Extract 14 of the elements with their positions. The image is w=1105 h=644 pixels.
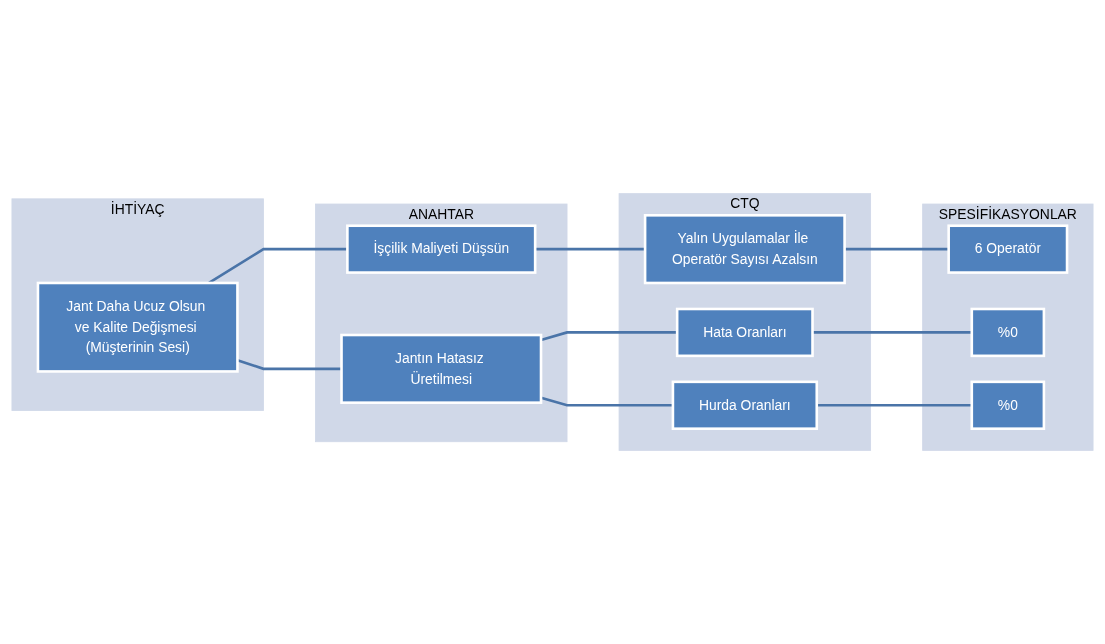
connector — [816, 403, 972, 407]
node-box: %0 — [970, 380, 1046, 430]
connector — [844, 247, 949, 251]
connector — [812, 331, 972, 334]
node-box: Yalın Uygulamalar İle Operatör Sayısı Azalsın — [643, 214, 846, 285]
node-box: Jantın Hatasız Üretilmesi — [340, 333, 543, 404]
node-box: 6 Operatör — [947, 224, 1069, 274]
node-box: Jant Daha Ucuz Olsun ve Kalite Değişmesi (Müşterinin Sesi) — [36, 281, 239, 373]
node-box: Hata Oranları — [675, 307, 814, 358]
connector — [237, 359, 342, 371]
connector — [535, 247, 646, 251]
node-box: İşçilik Maliyeti Düşsün — [346, 224, 537, 274]
node-box: Hurda Oranları — [671, 380, 819, 430]
node-box: %0 — [970, 307, 1046, 358]
